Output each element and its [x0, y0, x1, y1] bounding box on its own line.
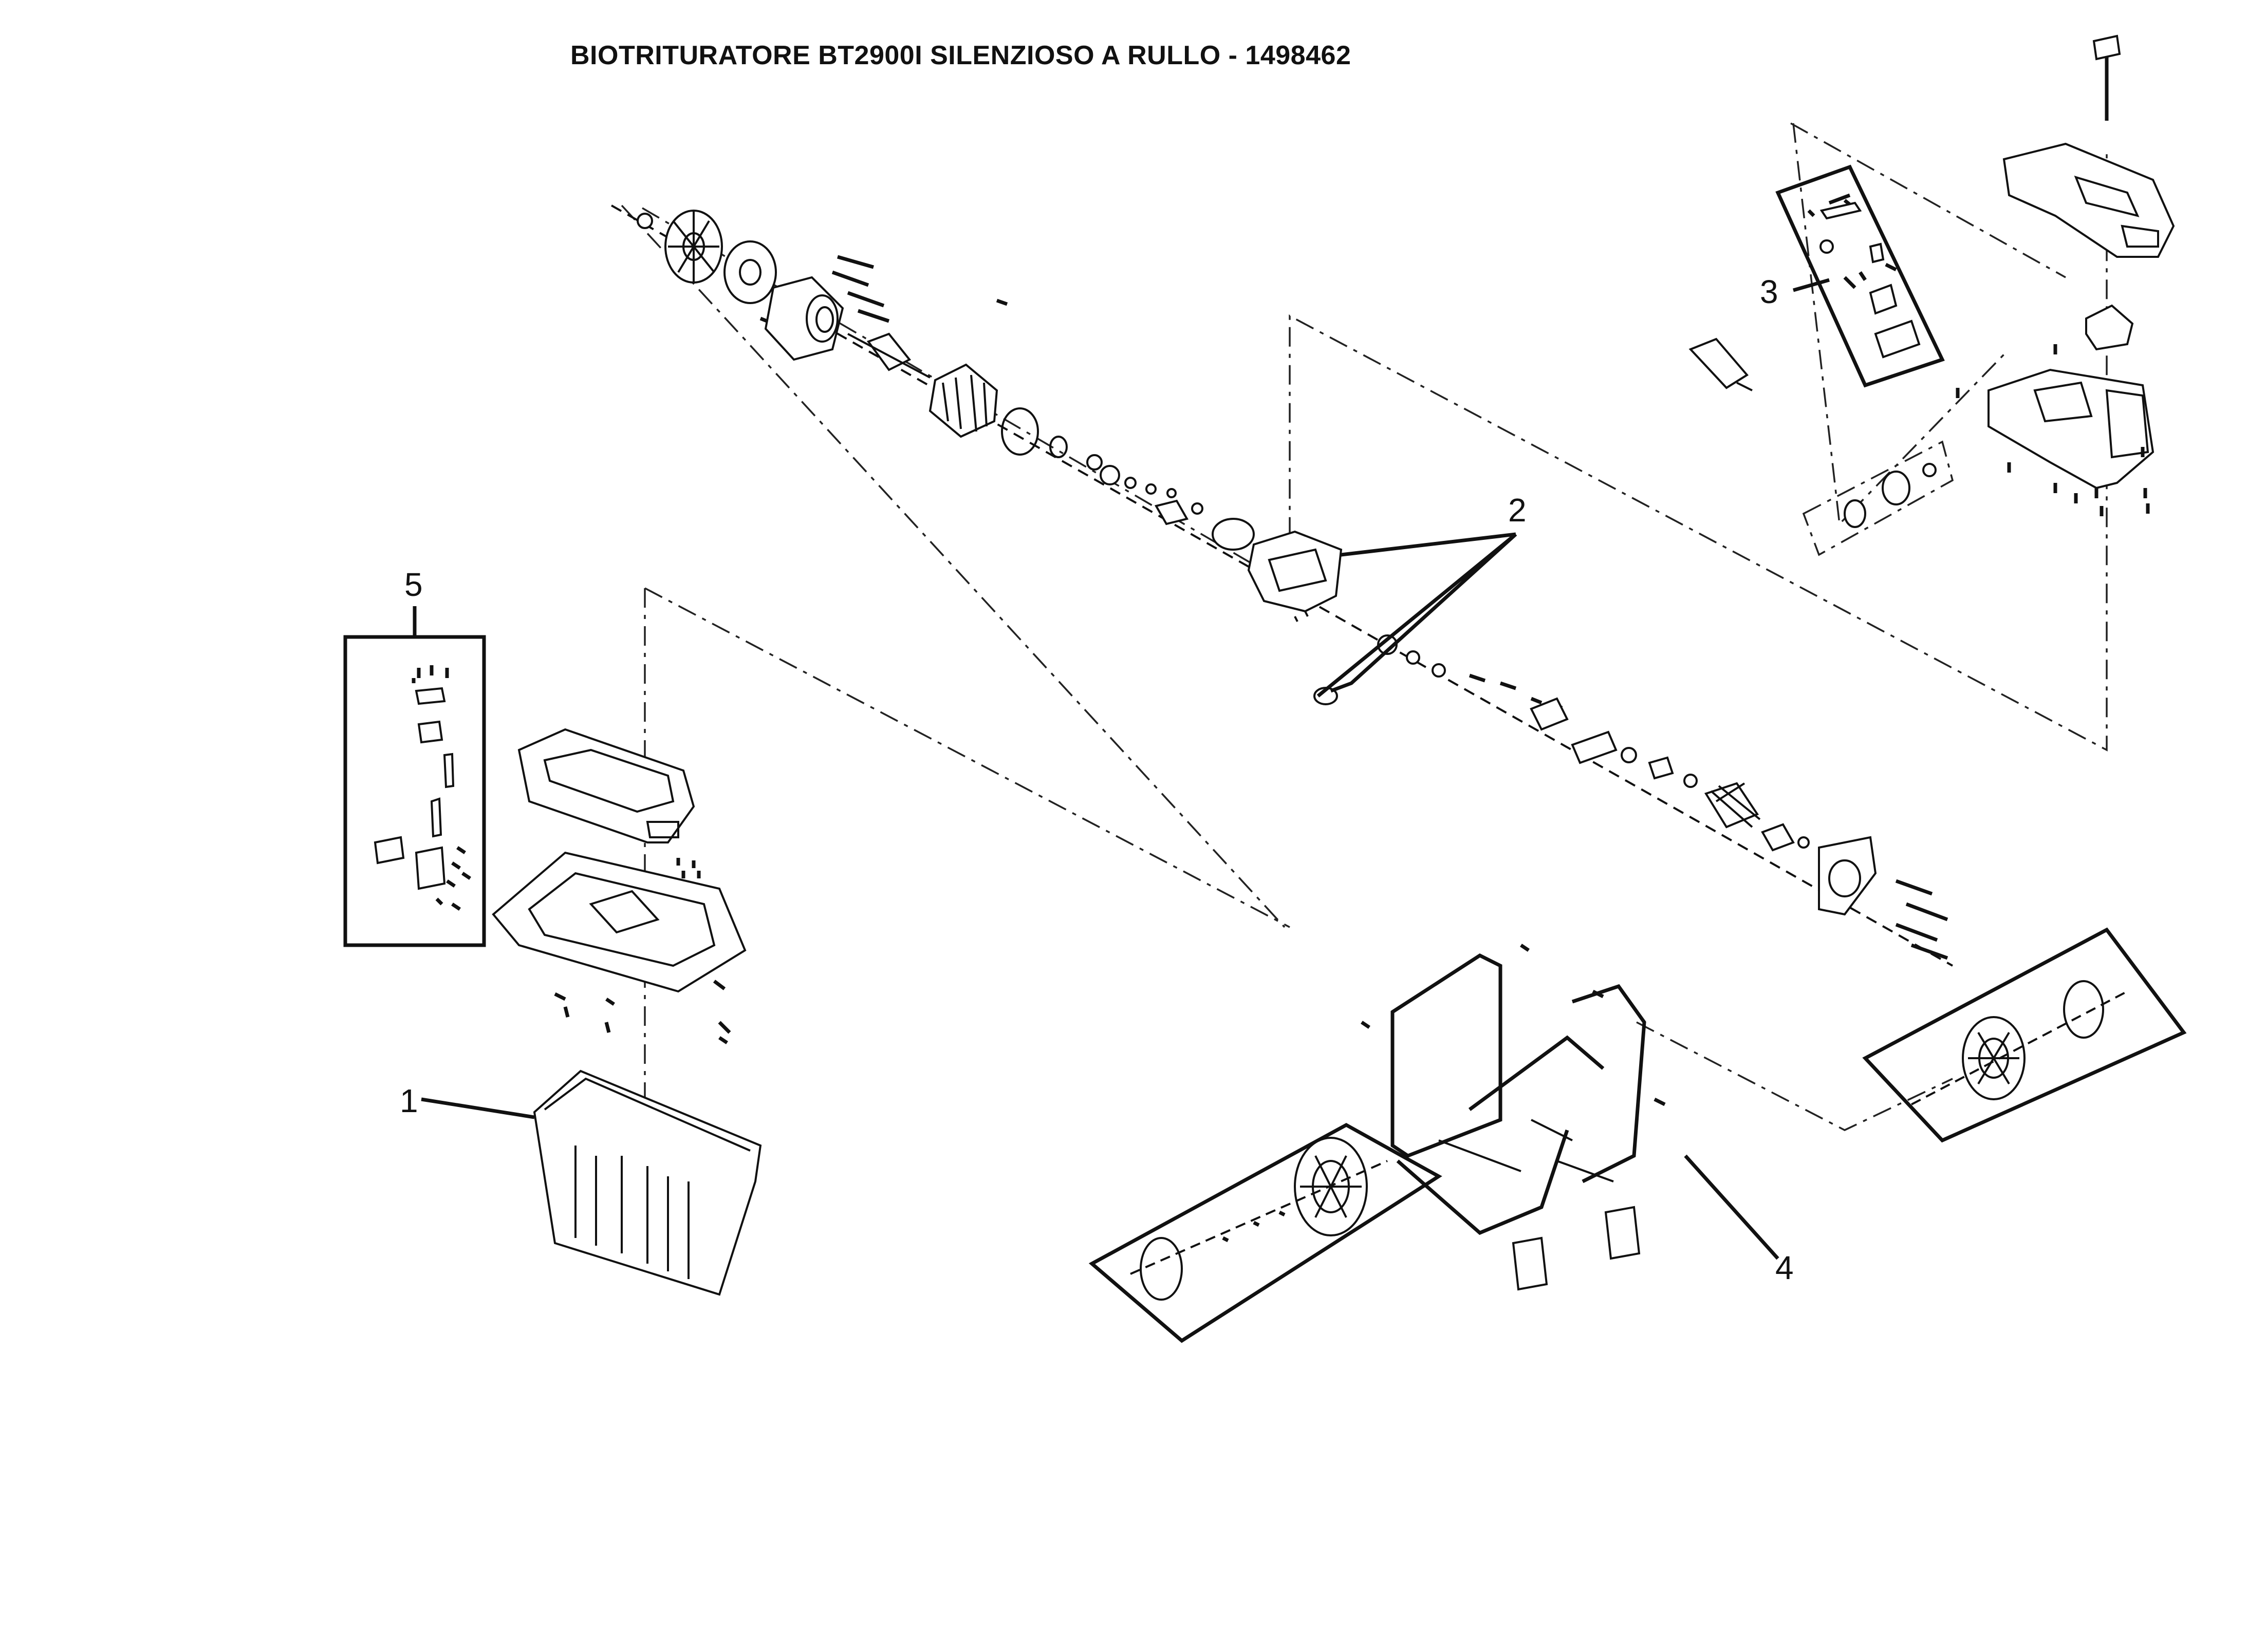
wheel-part	[1962, 1016, 2026, 1100]
diagram-title: BIOTRITURATORE BT2900I SILENZIOSO A RULL…	[570, 41, 1351, 70]
blade-roller-part	[1704, 782, 1761, 829]
tray-part	[492, 851, 747, 993]
wheel-hub-part	[2063, 980, 2104, 1039]
t-handle-part	[2092, 34, 2121, 121]
callout-5: 5	[404, 566, 423, 637]
callout-4: 4	[1684, 1154, 1794, 1286]
stator-part	[764, 276, 844, 361]
callout-box-5	[343, 635, 486, 947]
funnel-housing-part	[1988, 368, 2154, 490]
knob-part	[2085, 304, 2134, 351]
callout-box-3	[1775, 164, 1945, 388]
upper-chamber-part	[517, 728, 695, 843]
collection-bin-part	[533, 1069, 762, 1296]
gasket-part	[1001, 407, 1039, 456]
callout-label-1: 1	[400, 1082, 418, 1119]
bearing-parts	[1086, 454, 1203, 525]
callout-box-4-left	[1088, 1123, 1442, 1343]
rotor-part	[847, 332, 931, 379]
gear-housing-part	[1247, 530, 1343, 622]
bearing-set-part	[1844, 463, 1937, 528]
shaft-parts	[1313, 634, 1698, 788]
wheel-hub-part	[1140, 1237, 1183, 1301]
fan-part	[664, 210, 723, 284]
end-cover-part	[1818, 836, 1877, 916]
callout-box-4-right	[1862, 927, 2187, 1143]
foot-parts	[1512, 1206, 1641, 1291]
cylinder-part	[1688, 337, 1753, 391]
callout-3: 3	[1760, 273, 1830, 310]
nut-part	[637, 213, 653, 229]
hopper-top-part	[2002, 142, 2175, 258]
callout-2: 2	[1316, 492, 1527, 698]
seal-ring-part	[1212, 518, 1255, 551]
frame-part	[1361, 944, 1666, 1235]
callout-label-4: 4	[1775, 1249, 1794, 1286]
main-axis-parts	[611, 204, 1953, 967]
callout-label-2: 2	[1508, 492, 1527, 529]
callout-1: 1	[400, 1082, 535, 1119]
callout-label-5: 5	[404, 566, 423, 603]
hopper-parts	[1688, 34, 2175, 556]
motor-bracket-part	[723, 240, 777, 304]
callout-label-3: 3	[1760, 273, 1778, 310]
rotor-cage-part	[928, 363, 998, 438]
